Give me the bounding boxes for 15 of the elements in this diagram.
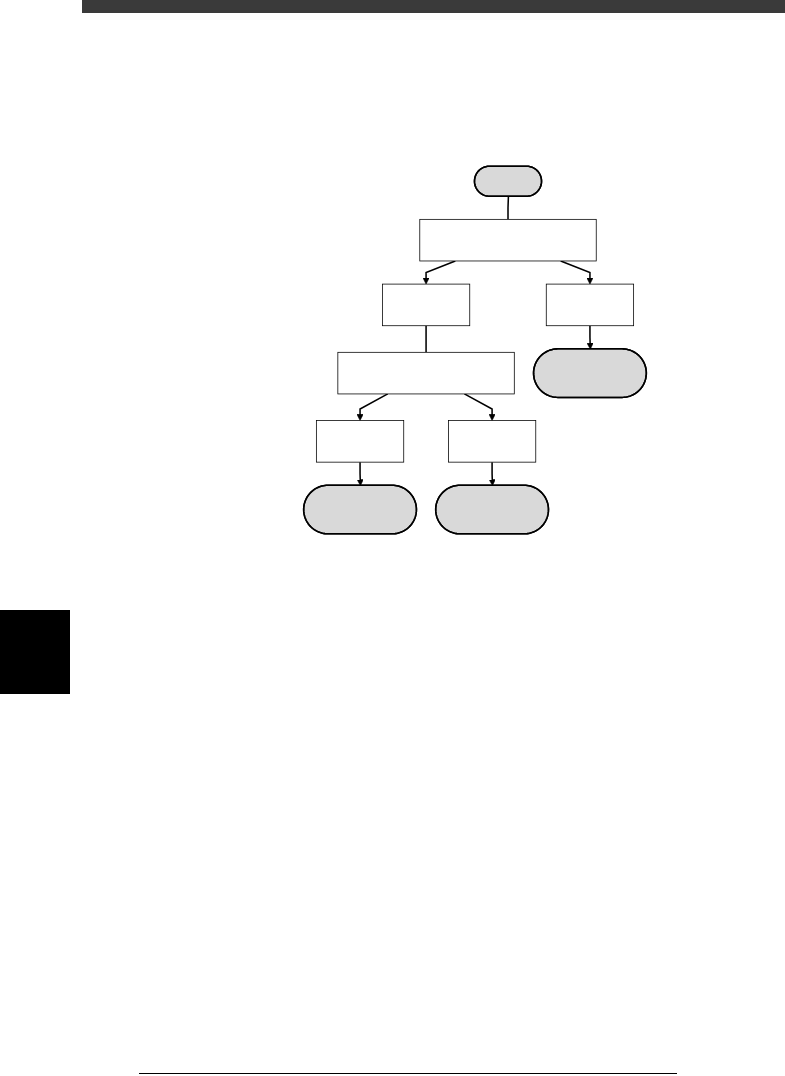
node-box [448,420,537,463]
node-box [382,283,471,327]
node-box [419,218,597,262]
node-box [545,283,634,327]
arrow [356,393,389,421]
node-box [337,351,515,395]
arrow [463,393,496,421]
arrow [422,260,457,285]
connector [425,324,427,354]
arrow [586,324,594,350]
arrow [559,260,594,285]
connector [507,195,510,221]
arrow [488,461,496,486]
arrow [356,461,364,486]
node-box [316,420,405,463]
